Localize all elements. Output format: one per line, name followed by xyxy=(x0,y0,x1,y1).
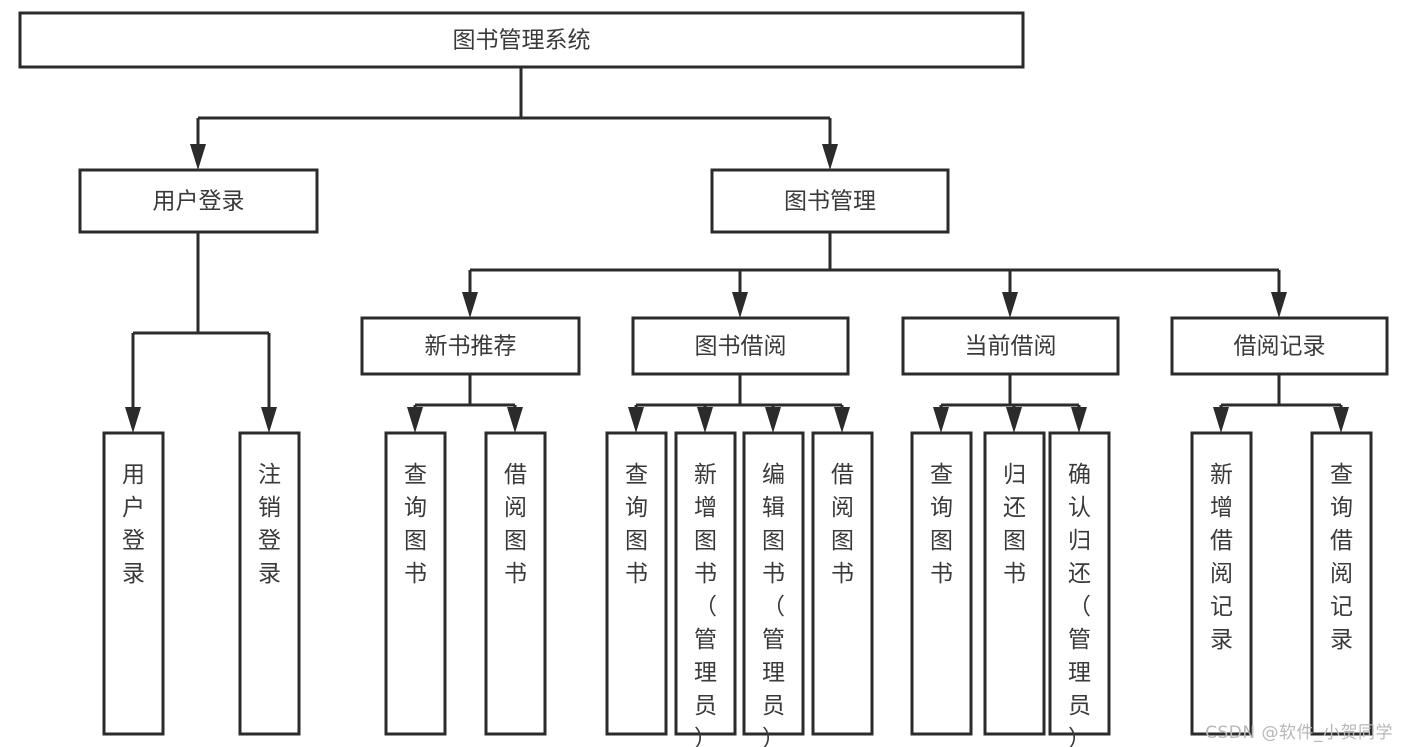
edges-layer xyxy=(125,67,1349,433)
node-book-manage[interactable]: 图书管理 xyxy=(710,168,950,234)
node-root[interactable]: 图书管理系统 xyxy=(18,11,1025,69)
node-box-leaf-borrow-book-1 xyxy=(484,431,547,736)
node-box-leaf-user-logout xyxy=(238,431,301,736)
node-box-leaf-return-book xyxy=(983,431,1046,736)
edge-borrowrecord-bus xyxy=(1213,374,1349,433)
node-box-book-manage xyxy=(710,168,950,234)
edge-bookborrow-bus xyxy=(628,374,850,433)
node-new-book-recommend[interactable]: 新书推荐 xyxy=(360,316,581,376)
node-box-user-login xyxy=(78,168,319,234)
node-label-leaf-query-book-3: 查询图书 xyxy=(930,462,953,587)
node-label-user-login: 用户登录 xyxy=(153,189,245,215)
node-leaf-query-book-2[interactable]: 查询图书 xyxy=(605,431,668,736)
node-box-leaf-query-book-2 xyxy=(605,431,668,736)
node-book-borrow[interactable]: 图书借阅 xyxy=(631,316,850,376)
node-leaf-borrow-book-1[interactable]: 借阅图书 xyxy=(484,431,547,736)
node-label-leaf-query-book-2: 查询图书 xyxy=(625,462,648,587)
node-user-login[interactable]: 用户登录 xyxy=(78,168,319,234)
node-box-leaf-query-record xyxy=(1310,431,1373,736)
node-borrow-record[interactable]: 借阅记录 xyxy=(1170,316,1389,376)
edge-newbook-bus xyxy=(407,374,523,433)
node-leaf-query-record[interactable]: 查询借阅记录 xyxy=(1310,431,1373,736)
node-box-book-borrow xyxy=(631,316,850,376)
edge-root-bus xyxy=(190,67,838,170)
node-label-current-borrow: 当前借阅 xyxy=(965,334,1057,360)
node-label-book-borrow: 图书借阅 xyxy=(695,334,787,360)
node-label-leaf-user-logout: 注销登录 xyxy=(258,462,281,587)
node-label-leaf-add-record: 新增借阅记录 xyxy=(1210,462,1233,653)
node-label-leaf-return-book: 归还图书 xyxy=(1003,462,1026,587)
node-leaf-add-record[interactable]: 新增借阅记录 xyxy=(1190,431,1253,736)
node-label-leaf-borrow-book-2: 借阅图书 xyxy=(831,462,854,587)
node-label-leaf-user-login: 用户登录 xyxy=(122,462,145,587)
node-box-leaf-user-login xyxy=(102,431,165,736)
node-label-leaf-edit-book: 编辑图书（管理员） xyxy=(762,462,785,747)
node-current-borrow[interactable]: 当前借阅 xyxy=(901,316,1120,376)
node-box-leaf-borrow-book-2 xyxy=(811,431,874,736)
nodes-layer: 图书管理系统用户登录图书管理新书推荐图书借阅当前借阅借阅记录用户登录注销登录查询… xyxy=(18,11,1389,747)
node-leaf-query-book-3[interactable]: 查询图书 xyxy=(910,431,973,736)
node-label-leaf-query-record: 查询借阅记录 xyxy=(1330,462,1353,653)
node-box-current-borrow xyxy=(901,316,1120,376)
node-box-leaf-add-record xyxy=(1190,431,1253,736)
node-box-leaf-add-book xyxy=(674,431,737,736)
node-leaf-confirm-return[interactable]: 确认归还（管理员） xyxy=(1048,431,1111,747)
node-label-borrow-record: 借阅记录 xyxy=(1234,334,1326,360)
edge-currentborrow-bus xyxy=(933,374,1087,433)
node-box-new-book-recommend xyxy=(360,316,581,376)
node-leaf-add-book[interactable]: 新增图书（管理员） xyxy=(674,431,737,747)
node-leaf-query-book-1[interactable]: 查询图书 xyxy=(384,431,447,736)
node-leaf-return-book[interactable]: 归还图书 xyxy=(983,431,1046,736)
node-box-leaf-confirm-return xyxy=(1048,431,1111,736)
node-leaf-borrow-book-2[interactable]: 借阅图书 xyxy=(811,431,874,736)
node-leaf-user-logout[interactable]: 注销登录 xyxy=(238,431,301,736)
node-label-book-manage: 图书管理 xyxy=(784,189,876,215)
node-label-leaf-confirm-return: 确认归还（管理员） xyxy=(1068,462,1091,747)
node-label-leaf-query-book-1: 查询图书 xyxy=(404,462,427,587)
node-box-root xyxy=(18,11,1025,69)
edge-bookmanage-bus xyxy=(462,232,1287,318)
node-label-leaf-borrow-book-1: 借阅图书 xyxy=(504,462,527,587)
node-box-borrow-record xyxy=(1170,316,1389,376)
node-leaf-user-login[interactable]: 用户登录 xyxy=(102,431,165,736)
edge-userlogin-bus xyxy=(125,232,277,433)
node-label-root: 图书管理系统 xyxy=(453,28,591,54)
node-box-leaf-edit-book xyxy=(742,431,805,736)
node-box-leaf-query-book-3 xyxy=(910,431,973,736)
node-leaf-edit-book[interactable]: 编辑图书（管理员） xyxy=(742,431,805,747)
node-label-leaf-add-book: 新增图书（管理员） xyxy=(694,462,717,747)
node-box-leaf-query-book-1 xyxy=(384,431,447,736)
node-label-new-book-recommend: 新书推荐 xyxy=(425,334,517,360)
